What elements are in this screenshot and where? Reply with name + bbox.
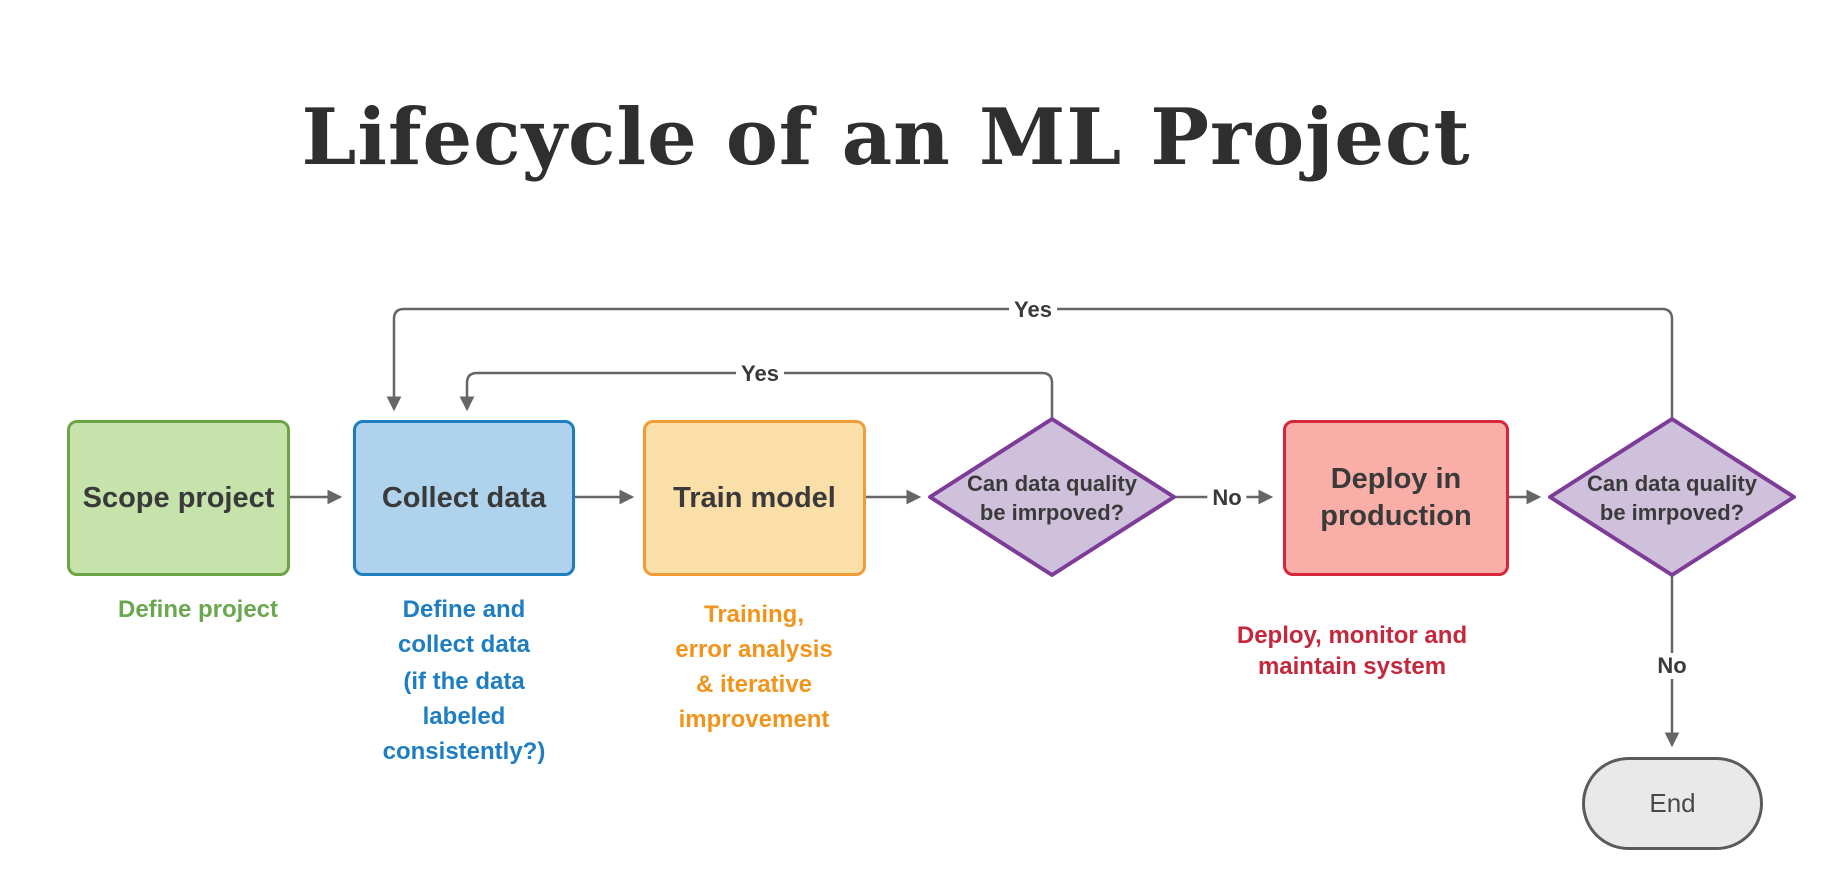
- caption-train-line3: & iterative: [695, 671, 813, 698]
- edge-label-no-mid: No: [1207, 485, 1247, 511]
- decision1-diamond: [928, 417, 1176, 577]
- caption-scope-project: Define project: [78, 592, 318, 627]
- caption-collect-p2-line3: consistently?): [382, 738, 546, 765]
- caption-collect-p2-line1: (if the data: [403, 668, 525, 695]
- caption-train-model: Training, error analysis & iterative imp…: [654, 597, 854, 737]
- node-deploy-label-line2: production: [1320, 500, 1472, 532]
- node-collect-data: Collect data: [353, 420, 575, 576]
- node-train-model-label: Train model: [673, 481, 836, 514]
- caption-deploy-line2: maintain system: [1257, 653, 1447, 680]
- caption-collect-p2-line2: labeled: [422, 703, 506, 730]
- edge-label-yes-inner: Yes: [736, 361, 784, 387]
- node-end: End: [1582, 757, 1763, 850]
- decision1-label-line1: Can data quality: [967, 471, 1137, 496]
- caption-train-line1: Training,: [703, 601, 804, 628]
- caption-scope-line: Define project: [117, 596, 279, 623]
- edge-label-no-end: No: [1652, 653, 1692, 679]
- node-deploy-in-production: Deploy in production: [1283, 420, 1509, 576]
- node-train-model: Train model: [643, 420, 866, 576]
- caption-train-line2: error analysis: [675, 636, 833, 663]
- decision1-label-line2: be imrpoved?: [979, 500, 1125, 525]
- edge-decision2-yes-to-collect: [386, 307, 1674, 421]
- node-scope-project-label: Scope project: [82, 481, 275, 514]
- node-end-label: End: [1649, 788, 1696, 818]
- caption-train-line4: improvement: [678, 706, 830, 733]
- caption-deploy-production: Deploy, monitor and maintain system: [1232, 620, 1472, 682]
- node-collect-data-label: Collect data: [381, 481, 547, 514]
- page-title: Lifecycle of an ML Project: [301, 92, 1471, 183]
- edge-label-yes-outer: Yes: [1009, 297, 1057, 323]
- decision1-label: Can data quality be imrpoved?: [947, 469, 1157, 527]
- caption-deploy-line1: Deploy, monitor and: [1236, 622, 1468, 649]
- caption-collect-data: Define and collect data (if the data lab…: [364, 592, 564, 769]
- caption-collect-p1-line2: collect data: [397, 631, 531, 658]
- decision2-label-line2: be imrpoved?: [1599, 500, 1745, 525]
- decision2-diamond: [1548, 417, 1796, 577]
- decision2-label-line1: Can data quality: [1587, 471, 1757, 496]
- caption-collect-p1-line1: Define and: [402, 596, 526, 623]
- node-scope-project: Scope project: [67, 420, 290, 576]
- decision2-label: Can data quality be imrpoved?: [1567, 469, 1777, 527]
- node-deploy-label-line1: Deploy in: [1330, 463, 1462, 495]
